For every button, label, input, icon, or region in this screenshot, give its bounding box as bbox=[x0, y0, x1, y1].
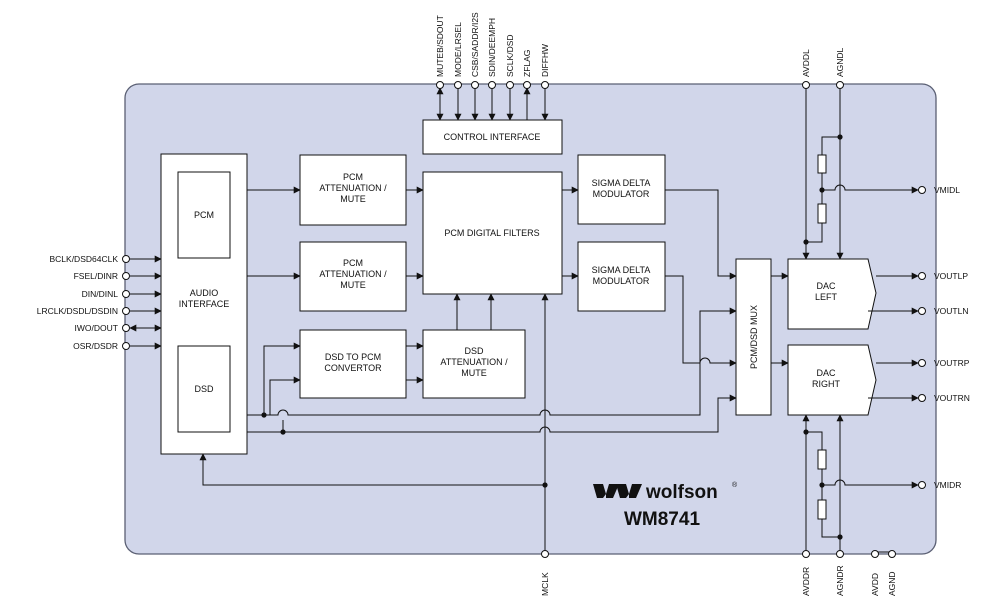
audio-interface-label-2: INTERFACE bbox=[179, 299, 230, 309]
logo-wordmark: wolfson bbox=[645, 482, 718, 503]
audio-interface-label-1: AUDIO bbox=[190, 288, 219, 298]
dac-left-line-2: LEFT bbox=[815, 292, 838, 302]
pin-label-avddl: AVDDL bbox=[801, 49, 811, 77]
control-interface-label: CONTROL INTERFACE bbox=[444, 132, 541, 142]
pin-label-lrclk: LRCLK/DSDL/DSDIN bbox=[37, 306, 118, 316]
pin-label-zflag: ZFLAG bbox=[522, 50, 532, 77]
pin-label-csb: CSB/SADDR/I2S bbox=[470, 12, 480, 77]
pcm-attenuation-1-block bbox=[299, 154, 407, 226]
dsd-subblock bbox=[177, 345, 231, 433]
pcm-atten-1-line-1: PCM bbox=[343, 172, 363, 182]
dsd-to-pcm-line-2: CONVERTOR bbox=[324, 363, 382, 373]
pcm-atten-2-line-2: ATTENUATION / bbox=[319, 269, 387, 279]
pin-label-osr: OSR/DSDR bbox=[73, 341, 118, 351]
pin-label-muteb: MUTEB/SDOUT bbox=[435, 15, 445, 77]
sigma-delta-2-line-2: MODULATOR bbox=[593, 276, 650, 286]
dsd-atten-line-1: DSD bbox=[464, 346, 484, 356]
pin-label-voutlp: VOUTLP bbox=[934, 271, 968, 281]
pcm-atten-2-line-3: MUTE bbox=[340, 280, 366, 290]
dac-right-line-2: RIGHT bbox=[812, 379, 841, 389]
dsd-label: DSD bbox=[194, 384, 214, 394]
dsd-attenuation-block bbox=[422, 329, 526, 399]
pin-label-agnd: AGND bbox=[887, 571, 897, 596]
dsd-to-pcm-block bbox=[299, 329, 407, 399]
pcm-dsd-mux-block bbox=[735, 258, 772, 416]
pin-label-diffhw: DIFFHW bbox=[540, 44, 550, 77]
registered-mark: ® bbox=[732, 481, 738, 489]
dsd-atten-line-3: MUTE bbox=[461, 368, 487, 378]
pcm-atten-2-line-1: PCM bbox=[343, 258, 363, 268]
wolfson-mark-icon bbox=[593, 484, 642, 498]
pin-label-bclk: BCLK/DSD64CLK bbox=[49, 254, 118, 264]
pin-label-iwo: IWO/DOUT bbox=[75, 323, 118, 333]
pin-label-vmidl: VMIDL bbox=[934, 185, 960, 195]
pin-label-agndl: AGNDL bbox=[835, 47, 845, 77]
sigma-delta-1-line-1: SIGMA DELTA bbox=[592, 178, 651, 188]
pin-label-voutln: VOUTLN bbox=[934, 306, 968, 316]
pcm-digital-filters-label: PCM DIGITAL FILTERS bbox=[444, 228, 539, 238]
dac-left-line-1: DAC bbox=[816, 281, 836, 291]
pcm-digital-filters-block bbox=[422, 171, 563, 295]
pcm-attenuation-2-block bbox=[299, 241, 407, 312]
part-number: WM8741 bbox=[624, 509, 700, 530]
dsd-to-pcm-line-1: DSD TO PCM bbox=[325, 352, 381, 362]
pcm-atten-1-line-2: ATTENUATION / bbox=[319, 183, 387, 193]
signal-wires bbox=[129, 87, 919, 553]
pcm-label: PCM bbox=[194, 210, 214, 220]
pin-label-mode: MODE/LRSEL bbox=[453, 22, 463, 77]
wolfson-logo: wolfson ® bbox=[593, 481, 738, 503]
pin-label-sclk: SCLK/DSD bbox=[505, 34, 515, 77]
sigma-delta-2-line-1: SIGMA DELTA bbox=[592, 265, 651, 275]
pin-label-sdin: SDIN/DEEMPH bbox=[487, 18, 497, 77]
pin-label-voutrn: VOUTRN bbox=[934, 393, 970, 403]
pin-label-avdd: AVDD bbox=[870, 573, 880, 596]
pin-circles bbox=[122, 81, 926, 558]
pcm-dsd-mux-label: PCM/DSD MUX bbox=[749, 305, 759, 369]
pin-label-din: DIN/DINL bbox=[82, 289, 119, 299]
sigma-delta-1-line-2: MODULATOR bbox=[593, 189, 650, 199]
control-interface-block bbox=[422, 119, 563, 155]
pin-label-mclk: MCLK bbox=[540, 572, 550, 596]
pin-label-fsel: FSEL/DINR bbox=[74, 271, 118, 281]
pcm-atten-1-line-3: MUTE bbox=[340, 194, 366, 204]
pin-label-voutrp: VOUTRP bbox=[934, 358, 970, 368]
dac-right-line-1: DAC bbox=[816, 368, 836, 378]
pin-label-agndr: AGNDR bbox=[835, 565, 845, 596]
dsd-atten-line-2: ATTENUATION / bbox=[440, 357, 508, 367]
pin-label-avddr: AVDDR bbox=[801, 567, 811, 596]
pcm-subblock bbox=[177, 171, 231, 259]
pin-label-vmidr: VMIDR bbox=[934, 480, 961, 490]
